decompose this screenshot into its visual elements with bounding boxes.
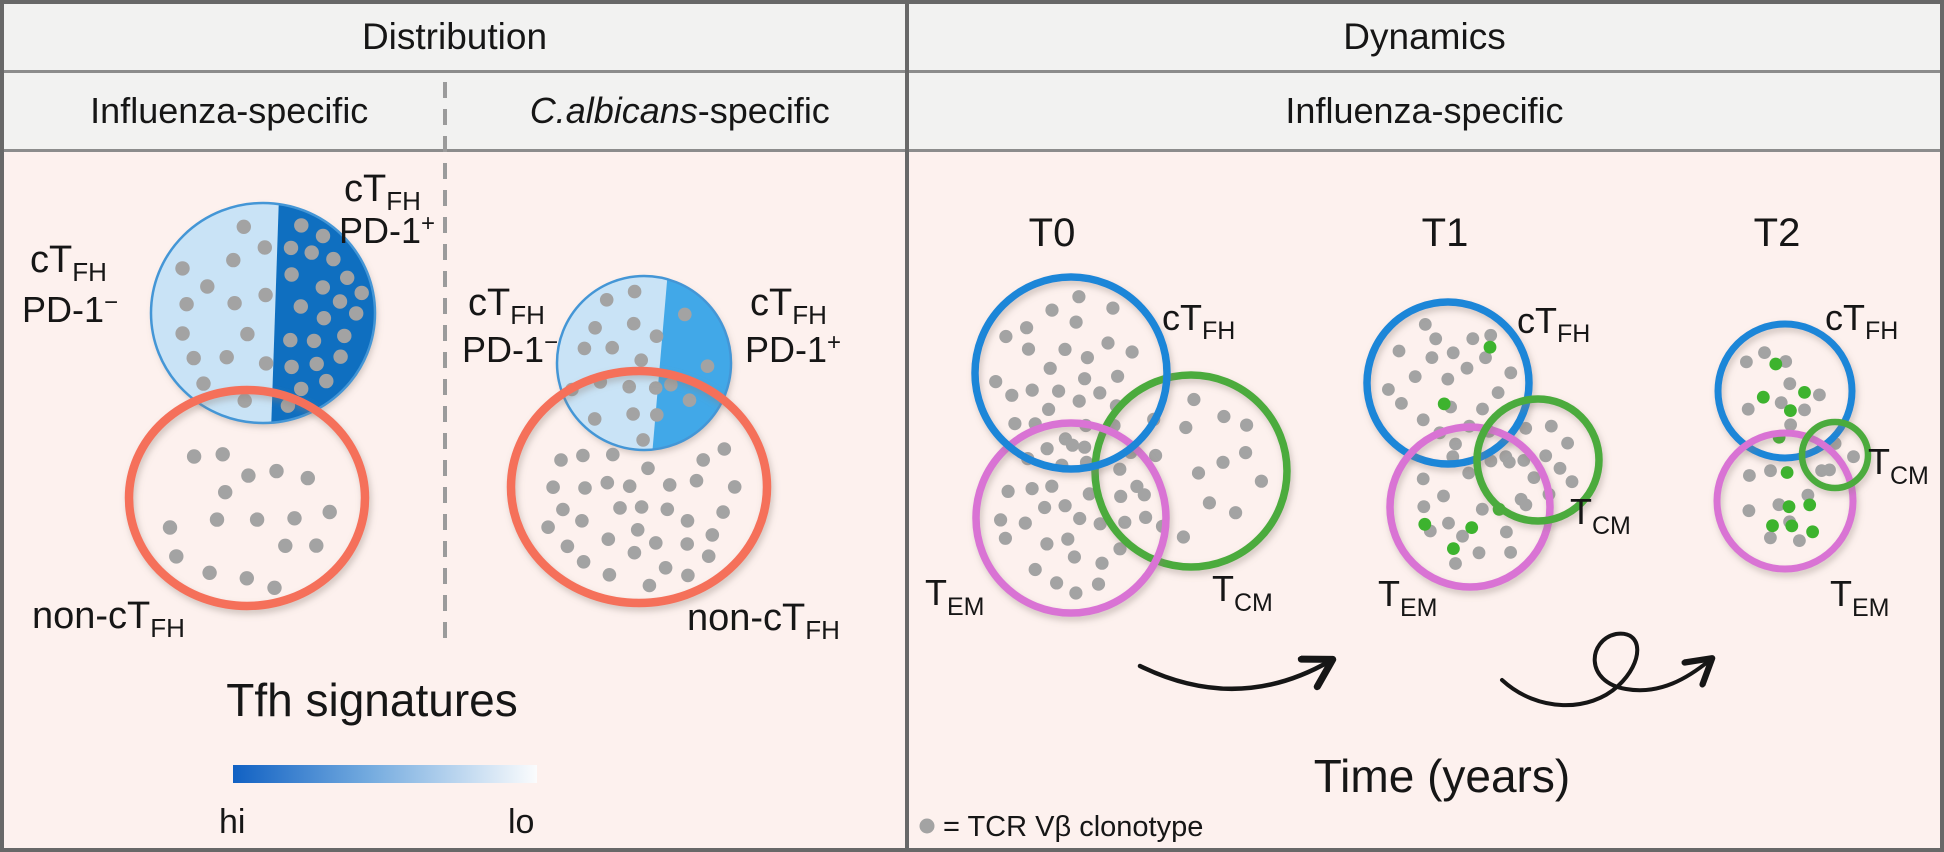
dots-t0-ctfh [989,290,1139,454]
t2-ctfh-ring [1714,320,1856,462]
albicans-ctfh-circle-edge [555,274,733,452]
t2-ctfh-label: cTFH [1825,297,1898,345]
dots-t2-ctfh [1740,346,1826,432]
albicans-pd1pos-segment [652,276,731,450]
dots-t1-ctfh [1382,318,1518,451]
label-influenza-pd1-pos: PD-1+ [339,210,435,251]
dots-t0-tcm [1124,392,1268,544]
dynamics-header: Dynamics [909,4,1940,73]
label-influenza-ctfh-pos: cTFH [344,168,421,216]
t2-tem-label: TEM [1830,573,1890,622]
influenza-pd1pos-segment [271,203,375,423]
t2-tcm-ring [1798,418,1872,492]
distribution-header: Distribution [4,4,905,73]
t0-ctfh-ring [971,273,1171,473]
distribution-subheaders: Influenza-specific C.albicans-specific [4,73,905,152]
t1-tem-ring [1386,423,1554,591]
t2-tem-ring [1713,429,1857,573]
header-influenza-specific-right: Influenza-specific [1285,90,1564,131]
t1-tcm-label: TCM [1570,491,1631,540]
header-influenza-specific: Influenza-specific [90,90,369,131]
influenza-venn: cTFH PD-1− cTFH PD-1+ non-cTFH [22,168,435,643]
dots-influenza-non-ctfh [162,447,337,595]
dots-t1-tem [1416,450,1533,570]
label-albicans-non-ctfh: non-cTFH [687,597,840,645]
dots-t2-tcm [1823,437,1860,477]
dots-albicans-pd1pos [664,307,715,408]
t0-tem-label: TEM [925,572,985,621]
dots-influenza-pd1neg [175,219,274,408]
distribution-title: Distribution [361,16,548,57]
time-axis-label: Time (years) [1314,750,1570,802]
dynamics-title: Dynamics [1343,16,1506,57]
t2-label: T2 [1754,211,1801,255]
dots-t1-tcm [1499,419,1579,506]
header-albicans-specific: C.albicans-specific [529,90,830,131]
influenza-ctfh-circle-edge [149,201,377,425]
t0-tcm-ring [1091,371,1291,571]
arrow-t1-to-t2 [1500,631,1710,708]
dots-t2-ctfh-new-clonotypes [1756,357,1811,444]
albicans-ctfh-circle [557,276,731,450]
t1-tcm-ring [1473,395,1603,525]
albicans-venn: cTFH PD-1− cTFH PD-1+ non-cTFH [462,274,841,645]
gradient-lo-label: lo [508,803,534,841]
dots-t2-tem [1742,464,1828,547]
clonotype-legend: = TCR Vβ clonotype [919,811,1203,843]
t1-label: T1 [1422,211,1469,255]
label-influenza-pd1-neg: PD-1− [22,289,118,330]
dots-albicans-non-ctfh [541,442,742,593]
dots-t1-tem-new-clonotypes [1418,502,1506,555]
dots-albicans-pd1neg [565,284,664,447]
dots-influenza-pd1pos [280,218,369,413]
dots-t2-tem-new-clonotypes [1766,466,1819,539]
clonotype-legend-text: = TCR Vβ clonotype [943,811,1203,843]
albicans-non-ctfh-ring [506,366,772,608]
t0-label: T0 [1029,211,1076,255]
label-albicans-ctfh-neg: cTFH [468,282,545,330]
t0-tem-ring [972,419,1170,617]
dynamics-panel: Dynamics Influenza-specific T0 [905,4,1940,848]
arrow-t0-to-t1 [1137,661,1330,692]
t1-tem-label: TEM [1378,573,1438,622]
gradient-hi-label: hi [219,803,245,841]
timepoint-t2: T2 cTFH TEM TCM [1713,211,1929,622]
t0-tcm-label: TCM [1212,568,1273,617]
timepoint-t0: T0 cTFH TEM TCM [925,211,1291,621]
t1-ctfh-ring [1363,298,1533,468]
t1-ctfh-label: cTFH [1517,300,1590,348]
label-influenza-non-ctfh: non-cTFH [32,595,185,643]
dots-t0-tem [994,438,1153,600]
influenza-non-ctfh-ring [124,385,370,611]
label-albicans-pd1-neg: PD-1− [462,329,558,370]
label-influenza-ctfh-neg: cTFH [30,239,107,287]
tfh-signatures-title: Tfh signatures [226,674,517,726]
t2-tcm-label: TCM [1868,441,1929,490]
influenza-ctfh-circle [151,203,375,423]
tfh-signature-gradient-bar [233,765,537,783]
distribution-panel: Distribution Influenza-specific C.albica… [4,4,905,848]
tfh-signatures-legend: Tfh signatures hi lo [219,674,537,841]
t0-ctfh-label: cTFH [1162,297,1235,345]
timepoint-t1: T1 cTFH TEM TCM [1363,211,1631,622]
clonotype-dot-icon [919,818,935,834]
dynamics-subheader: Influenza-specific [909,73,1940,152]
label-albicans-ctfh-pos: cTFH [750,282,827,330]
label-albicans-pd1-pos: PD-1+ [745,329,841,370]
dots-t1-ctfh-new-clonotypes [1437,340,1497,411]
